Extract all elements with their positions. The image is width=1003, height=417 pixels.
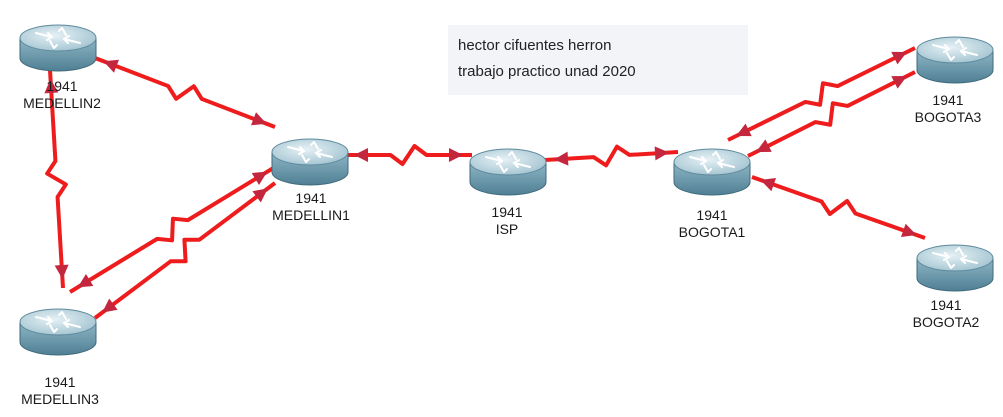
router-top <box>469 148 547 176</box>
router-name: BOGOTA2 <box>912 314 980 330</box>
link-status-triangle <box>354 148 368 162</box>
router-name: MEDELLIN2 <box>23 95 101 111</box>
link-status-triangle <box>736 123 752 137</box>
router-name: MEDELLIN1 <box>272 207 350 223</box>
router-name: BOGOTA3 <box>914 109 982 125</box>
router-medellin2[interactable] <box>19 24 97 72</box>
routers-layer <box>19 24 994 356</box>
link-status-triangle <box>553 151 569 166</box>
serial-link-medellin3-medellin1[interactable] <box>93 181 277 320</box>
link-status-triangle <box>44 78 59 94</box>
router-medellin1[interactable] <box>271 138 349 186</box>
link-status-triangle <box>252 188 268 203</box>
annotation-note[interactable]: hector cifuentes herron trabajo practico… <box>448 25 748 95</box>
router-label-bogota2: 1941 BOGOTA2 <box>891 297 1001 331</box>
router-name: ISP <box>495 221 519 237</box>
router-bogota2[interactable] <box>916 244 994 292</box>
router-symbol-icon <box>287 141 333 163</box>
serial-link-medellin1-isp[interactable] <box>345 144 472 166</box>
link-status-triangle <box>449 148 463 162</box>
router-top <box>673 148 751 176</box>
router-label-medellin1: 1941 MEDELLIN1 <box>256 190 366 224</box>
serial-link-bogota1-bogota3[interactable] <box>747 70 916 158</box>
router-label-bogota1: 1941 BOGOTA1 <box>657 207 767 241</box>
router-symbol-icon <box>689 151 735 173</box>
link-status-triangle <box>102 298 118 313</box>
link-status-triangle <box>251 171 268 185</box>
router-symbol-icon <box>35 311 81 333</box>
link-status-triangle <box>654 146 670 161</box>
link-status-triangle <box>756 139 772 152</box>
router-label-isp: 1941 ISP <box>452 204 562 238</box>
serial-link-medellin3-medellin1[interactable] <box>68 165 277 294</box>
link-status-triangle <box>891 76 907 89</box>
router-label-bogota3: 1941 BOGOTA3 <box>893 92 1003 126</box>
serial-link-medellin2-medellin1[interactable] <box>94 56 276 129</box>
router-isp[interactable] <box>469 148 547 196</box>
router-label-medellin2: 1941 MEDELLIN2 <box>7 78 117 112</box>
router-bogota1[interactable] <box>673 148 751 196</box>
link-status-triangle <box>251 112 267 126</box>
router-name: BOGOTA1 <box>678 224 746 240</box>
link-status-triangle <box>760 178 777 192</box>
router-model: 1941 <box>930 297 962 313</box>
router-model: 1941 <box>295 190 327 206</box>
router-label-medellin3: 1941 MEDELLIN3 <box>5 374 115 408</box>
router-medellin3[interactable] <box>19 308 97 356</box>
router-symbol-icon <box>932 247 978 269</box>
router-symbol-icon <box>485 151 531 173</box>
router-bogota3[interactable] <box>916 36 994 84</box>
router-top <box>19 24 97 52</box>
link-status-triangle <box>891 51 907 65</box>
serial-link-medellin2-medellin3[interactable] <box>45 69 68 289</box>
link-status-triangle <box>54 264 69 280</box>
serial-link-bogota1-bogota3[interactable] <box>727 46 916 142</box>
router-model: 1941 <box>696 207 728 223</box>
note-subtitle: trabajo practico unad 2020 <box>458 63 636 80</box>
link-status-triangle <box>900 223 917 237</box>
router-model: 1941 <box>932 92 964 108</box>
router-model: 1941 <box>46 78 78 94</box>
router-model: 1941 <box>44 374 76 390</box>
serial-link-bogota1-bogota2[interactable] <box>751 175 926 240</box>
note-author: hector cifuentes herron <box>458 37 612 54</box>
router-top <box>271 138 349 166</box>
router-symbol-icon <box>35 27 81 49</box>
router-model: 1941 <box>491 204 523 220</box>
router-top <box>916 244 994 272</box>
links-layer <box>44 46 926 320</box>
router-top <box>19 308 97 336</box>
link-status-triangle <box>77 274 94 288</box>
link-status-triangle <box>103 59 119 73</box>
router-top <box>916 36 994 64</box>
serial-link-isp-bogota1[interactable] <box>544 144 679 168</box>
router-name: MEDELLIN3 <box>21 391 99 407</box>
router-symbol-icon <box>932 39 978 61</box>
